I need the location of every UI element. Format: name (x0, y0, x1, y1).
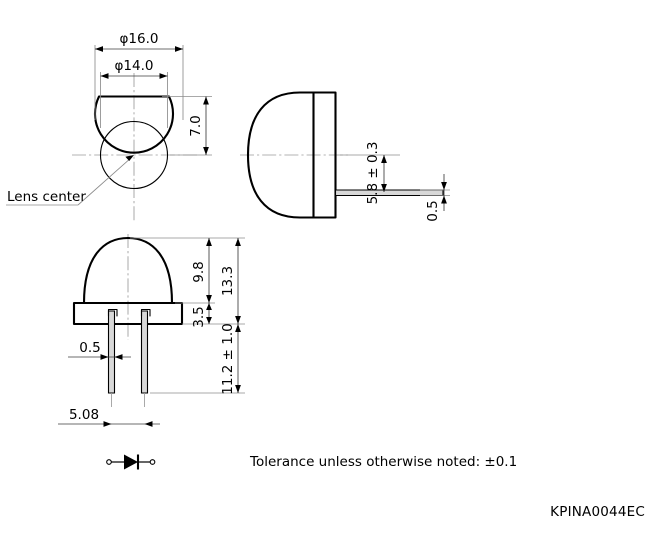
dim-text-lead-pitch: 5.08 (69, 407, 99, 423)
side-view-dome-outline (246, 91, 316, 219)
arrowhead-phi16-left (95, 46, 103, 52)
arrowhead-phi14-right (159, 73, 168, 79)
front-view-lead-right (140, 310, 149, 394)
dim-text-lead-width: 0.5 (79, 340, 100, 356)
top-view: φ16.0 φ14.0 7.0 Lens center (6, 31, 212, 222)
arrowhead-58-top (381, 155, 387, 163)
dim-text-total-body-height: 13.3 (220, 266, 236, 296)
front-view-lead-left-hook (107, 308, 118, 317)
lens-center-label: Lens center (7, 189, 86, 205)
arrowhead-phi14-left (100, 73, 109, 79)
arrowhead-98-bottom (206, 295, 212, 303)
dim-text-lead-offset: 5.8 ± 0.3 (365, 142, 381, 205)
diode-symbol (106, 454, 156, 470)
dim-text-inner-diameter: φ14.0 (115, 58, 154, 74)
arrowhead-133-bottom (235, 316, 241, 324)
arrowhead-35-top (206, 303, 212, 310)
side-view: 5.8 ± 0.3 0.5 (240, 91, 450, 222)
dim-text-flat-to-center: 7.0 (188, 115, 204, 136)
front-view-lead-right-hook (140, 308, 151, 317)
arrowhead-508-left (103, 421, 112, 427)
arrowhead-98-top (206, 238, 212, 246)
side-view-flange-body (312, 91, 337, 219)
diode-terminal-left (106, 459, 112, 465)
diode-triangle (124, 454, 138, 470)
side-view-lead (334, 189, 444, 197)
arrowhead-phi16-right (175, 46, 183, 52)
front-view-dome-outline (82, 236, 174, 305)
front-view-flange-body (72, 301, 184, 326)
tolerance-note: Tolerance unless otherwise noted: ±0.1 (249, 454, 517, 470)
arrowhead-05-width-left (100, 354, 109, 360)
arrowhead-112-bottom (235, 385, 241, 393)
arrowhead-05-thickness-top (441, 182, 447, 190)
front-view-lead-left (107, 310, 116, 394)
top-view-inner-lens-circle (99, 120, 169, 190)
dim-text-flange-height: 3.5 (191, 306, 207, 327)
arrowhead-35-bottom (206, 317, 212, 324)
dim-text-lead-thickness: 0.5 (425, 200, 441, 221)
arrowhead-112-top (235, 324, 241, 332)
lens-center-arrowhead (125, 155, 134, 161)
arrowhead-58-bottom (381, 184, 387, 192)
dim-text-lead-length: 11.2 ± 1.0 (220, 323, 236, 394)
part-number-label: KPINA0044EC (550, 504, 645, 520)
dim-text-outer-diameter: φ16.0 (120, 31, 159, 47)
lens-center-leader-line (77, 156, 133, 206)
arrowhead-05-width-right (114, 354, 123, 360)
arrowhead-05-thickness-bottom (441, 195, 447, 204)
arrowhead-7-top (203, 96, 209, 105)
diode-terminal-right (149, 459, 156, 465)
front-view: 9.8 3.5 13.3 11.2 ± 1.0 0.5 (58, 234, 245, 427)
top-view-outer-flange-circle (94, 95, 174, 154)
dim-text-dome-height: 9.8 (191, 261, 207, 282)
arrowhead-7-bottom (203, 147, 209, 155)
arrowhead-508-right (144, 421, 153, 427)
arrowhead-133-top (235, 238, 241, 246)
